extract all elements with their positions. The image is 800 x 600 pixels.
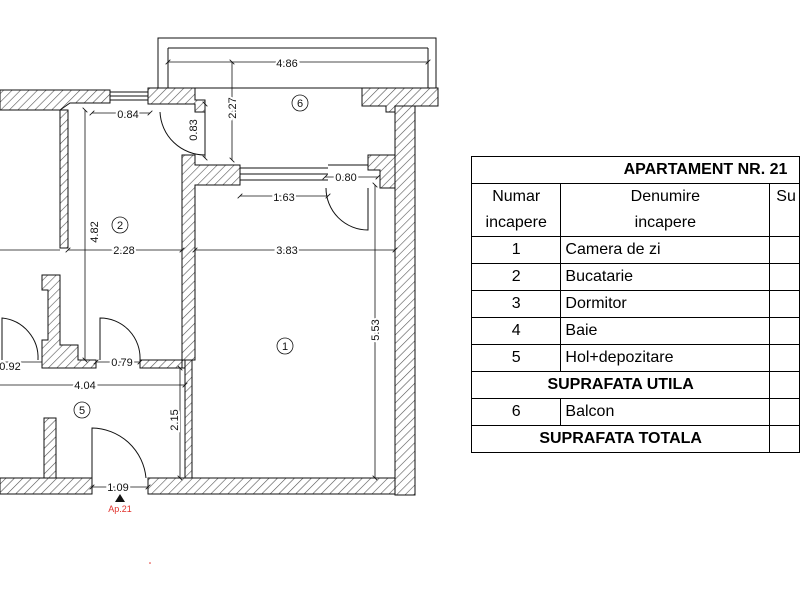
total-label: SUPRAFATA TOTALA — [470, 425, 771, 453]
floor-plan: 4.86 2.27 0.84 0.83 0.80 1.63 4.82 2.28 … — [0, 37, 439, 564]
total-area — [769, 425, 800, 453]
dim-label: 3.83 — [276, 245, 297, 257]
dim-label: 2.27 — [227, 97, 239, 118]
row-name: Bucatarie — [560, 263, 771, 291]
subtotal-label: SUPRAFATA UTILA — [470, 371, 771, 399]
wall-kitchen-right — [139, 154, 241, 369]
row-name: Camera de zi — [560, 236, 771, 264]
dim-label: 4.86 — [276, 58, 297, 70]
row-area — [769, 317, 800, 345]
wall-top-middle — [147, 87, 206, 113]
row-number: 2 — [470, 263, 562, 291]
row-number: 3 — [470, 290, 562, 318]
door-swing-kitchen-balcony — [159, 111, 206, 156]
walls — [0, 87, 439, 496]
row-area — [769, 290, 800, 318]
dim-label: 0.84 — [117, 109, 138, 121]
dim-label: 5.53 — [370, 319, 382, 340]
dim-label: 2.28 — [113, 245, 134, 257]
schedule-title: APARTAMENT NR. 21 — [471, 156, 800, 184]
wall-interior-right — [184, 359, 193, 479]
wall-right-outer — [394, 105, 416, 496]
door-swing-room3 — [1, 317, 39, 361]
table-row: 5 Hol+depozitare — [470, 344, 800, 372]
table-row: 2 Bucatarie — [470, 263, 800, 291]
row-name: Baie — [560, 317, 771, 345]
dimension-lines — [0, 62, 428, 487]
row-number: 6 — [470, 398, 562, 426]
header-room-number: Numar incapere — [470, 183, 562, 237]
dim-label: 1.63 — [273, 192, 294, 204]
dim-label: 0.83 — [188, 119, 200, 140]
row-area — [769, 398, 800, 426]
dim-label: 4.82 — [89, 221, 101, 242]
wall-hall-stub — [43, 417, 57, 479]
row-name: Hol+depozitare — [560, 344, 771, 372]
room-markers: 6 2 1 5 — [73, 94, 309, 419]
room-schedule-table: APARTAMENT NR. 21 Numar incapere Denumir… — [470, 156, 800, 453]
header-line: Numar — [492, 188, 541, 205]
dim-label: 1.09 — [107, 482, 128, 494]
entry-arrow-icon — [115, 494, 125, 502]
entry-marker: Ap.21 — [108, 494, 151, 564]
table-row: 6 Balcon — [470, 398, 800, 426]
subtotal-row: SUPRAFATA UTILA — [470, 371, 800, 399]
wall-bottom-left — [0, 477, 93, 495]
room-number: 2 — [117, 220, 123, 232]
row-area — [769, 344, 800, 372]
header-line: incapere — [485, 214, 547, 231]
room-number: 6 — [297, 98, 303, 110]
table-row: 3 Dormitor — [470, 290, 800, 318]
wall-top-left — [0, 89, 111, 111]
dim-label: 2.15 — [169, 409, 181, 430]
wall-kitchen-stepped — [41, 274, 97, 369]
dim-label: 0.79 — [111, 357, 132, 369]
room-number: 5 — [79, 405, 85, 417]
dim-label: 4.04 — [74, 380, 95, 392]
room-number: 1 — [282, 341, 288, 353]
door-swing-balcony-right — [325, 187, 369, 231]
dimension-labels: 4.86 2.27 0.84 0.83 0.80 1.63 4.82 2.28 … — [0, 56, 384, 496]
dim-label: 0.80 — [335, 172, 356, 184]
row-number: 1 — [470, 236, 562, 264]
header-room-name: Denumire incapere — [560, 183, 771, 237]
wall-kitchen-left — [59, 109, 69, 249]
header-line: incapere — [634, 214, 697, 231]
door-swing-entry — [91, 427, 147, 479]
row-area — [769, 236, 800, 264]
table-row: 1 Camera de zi — [470, 236, 800, 264]
subtotal-area — [769, 371, 800, 399]
outlines — [1, 37, 437, 479]
balcony-outline — [157, 37, 437, 89]
door-swing-kitchen — [99, 317, 141, 361]
row-name: Dormitor — [560, 290, 771, 318]
row-area — [769, 263, 800, 291]
wall-right-return — [367, 154, 396, 189]
row-name: Balcon — [560, 398, 771, 426]
dim-label: 0.92 — [0, 361, 21, 373]
total-row: SUPRAFATA TOTALA — [470, 425, 800, 453]
table-row: 4 Baie — [470, 317, 800, 345]
header-line: Denumire — [630, 188, 701, 205]
header-area: Su — [769, 183, 800, 237]
wall-bottom-right — [147, 477, 396, 495]
row-number: 5 — [470, 344, 562, 372]
entry-label: Ap.21 — [108, 504, 132, 514]
row-number: 4 — [470, 317, 562, 345]
